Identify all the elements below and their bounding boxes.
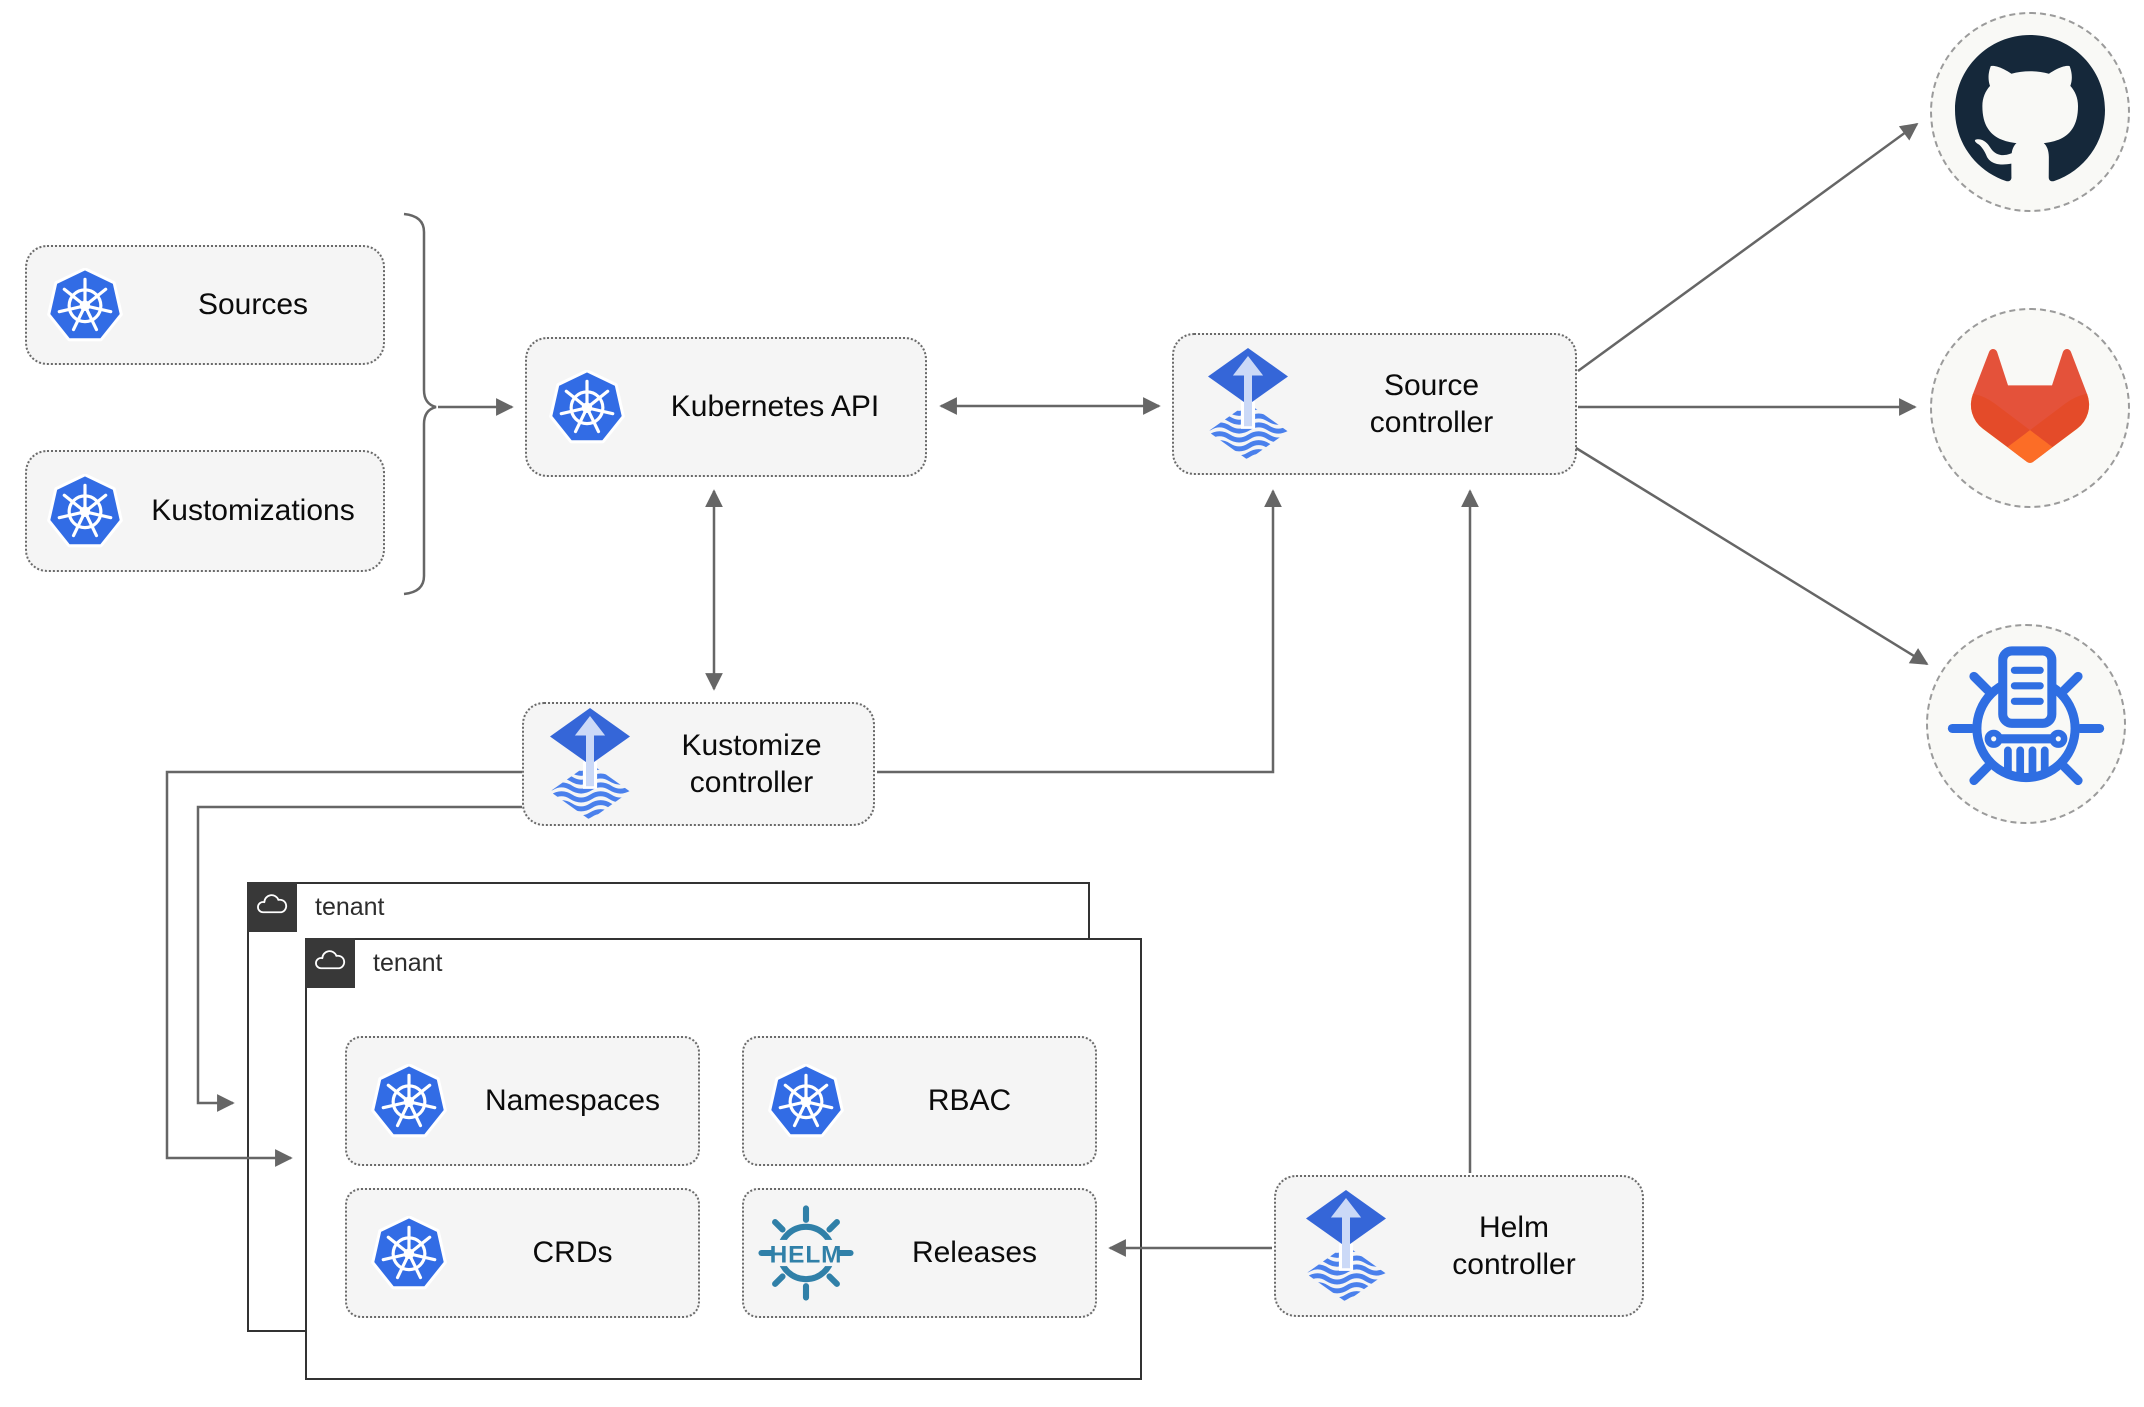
tenant-header bbox=[247, 882, 297, 932]
node-releases: HELM Releases bbox=[742, 1188, 1097, 1318]
node-label: Namespaces bbox=[484, 1084, 661, 1118]
helm-logo-text: HELM bbox=[770, 1242, 843, 1269]
node-label: RBAC bbox=[927, 1084, 1012, 1118]
gitlab-icon bbox=[1950, 326, 2110, 491]
external-chart-repository bbox=[1926, 624, 2126, 824]
tenant-header bbox=[305, 938, 355, 988]
node-label: Sources bbox=[197, 288, 309, 322]
brace-sources-kustomizations bbox=[403, 212, 437, 596]
node-source-controller: Source controller bbox=[1172, 333, 1577, 475]
external-github bbox=[1930, 12, 2130, 212]
node-helm-controller: Helm controller bbox=[1274, 1175, 1644, 1317]
node-kustomizations: Kustomizations bbox=[25, 450, 385, 572]
kubernetes-icon bbox=[768, 1064, 844, 1138]
node-label: Kustomize controller bbox=[681, 728, 822, 800]
chart-repository-icon bbox=[1942, 638, 2110, 811]
kubernetes-icon bbox=[549, 370, 625, 444]
node-label: Kubernetes API bbox=[670, 390, 880, 424]
node-label: Kustomizations bbox=[151, 494, 355, 528]
github-icon bbox=[1955, 34, 2105, 190]
arrow-source-controller-to-chart-repository bbox=[1575, 446, 1929, 666]
node-label: Source controller bbox=[1369, 368, 1494, 440]
node-kubernetes-api: Kubernetes API bbox=[525, 337, 927, 477]
node-rbac: RBAC bbox=[742, 1036, 1097, 1166]
kubernetes-icon bbox=[371, 1216, 447, 1290]
node-label: Releases bbox=[911, 1236, 1038, 1270]
kubernetes-icon bbox=[371, 1064, 447, 1138]
node-label: CRDs bbox=[532, 1236, 613, 1270]
arrow-kustomize-controller-to-source-controller bbox=[877, 489, 1282, 774]
kubernetes-icon bbox=[47, 268, 123, 342]
flux-icon bbox=[1306, 1190, 1386, 1302]
cloud-icon bbox=[313, 948, 347, 979]
tenant-group-front: tenant Namespaces bbox=[305, 938, 1142, 1380]
node-crds: CRDs bbox=[345, 1188, 700, 1318]
node-sources: Sources bbox=[25, 245, 385, 365]
node-label: Helm controller bbox=[1452, 1210, 1576, 1282]
flux-icon bbox=[1208, 348, 1288, 460]
flux-icon bbox=[550, 708, 630, 820]
tenant-label: tenant bbox=[315, 893, 385, 921]
external-gitlab bbox=[1930, 308, 2130, 508]
cloud-icon bbox=[255, 892, 289, 923]
node-namespaces: Namespaces bbox=[345, 1036, 700, 1166]
kubernetes-icon bbox=[47, 474, 123, 548]
node-kustomize-controller: Kustomize controller bbox=[522, 702, 875, 826]
helm-icon: HELM bbox=[758, 1205, 854, 1301]
arrow-source-controller-to-github bbox=[1577, 122, 1919, 373]
tenant-label: tenant bbox=[373, 949, 443, 977]
